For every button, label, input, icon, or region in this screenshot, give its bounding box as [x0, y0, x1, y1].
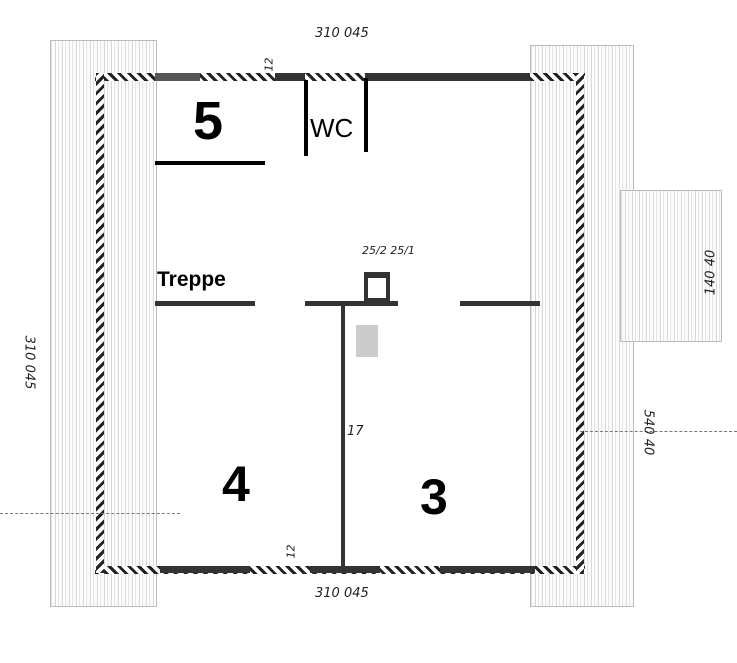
right-upper-dimension: 140 40 — [703, 249, 719, 296]
room-wc-label: WC — [310, 113, 354, 143]
wc-wall-right — [364, 78, 368, 152]
window-bottom-2 — [310, 566, 380, 573]
wc-wall-left — [304, 80, 308, 156]
chimney-annotation: 25/2 25/1 — [362, 244, 415, 257]
window-top-3 — [365, 73, 530, 81]
top-wall — [95, 73, 585, 81]
room5-partition — [155, 161, 265, 165]
room-4-label: 4 — [222, 456, 250, 512]
left-dimension: 310 045 — [21, 335, 37, 390]
window-top-2 — [275, 73, 305, 81]
chimney — [364, 272, 390, 302]
room-3-label: 3 — [420, 469, 448, 525]
window-bottom-1 — [160, 566, 250, 573]
axis-line-right — [580, 431, 737, 432]
chimney-shaft — [356, 325, 378, 357]
middle-wall-left — [155, 301, 255, 306]
vertical-partition — [341, 305, 345, 567]
bottom-dimension: 310 045 — [315, 586, 369, 601]
middle-wall-right — [460, 301, 540, 306]
axis-line-left — [0, 513, 180, 514]
window-bottom-3 — [440, 566, 535, 573]
bottom-wall-thickness: 12 — [284, 544, 298, 559]
room-5-label: 5 — [193, 91, 224, 151]
right-wall — [576, 73, 584, 573]
top-wall-thickness: 12 — [262, 57, 276, 72]
right-lower-dimension: 540 40 — [640, 409, 656, 456]
left-wall — [96, 73, 104, 573]
middle-wall-mark: 17 — [347, 424, 364, 439]
top-dimension: 310 045 — [315, 26, 369, 41]
right-annex-band — [620, 190, 722, 342]
stairs-label: Treppe — [157, 268, 226, 291]
window-top-1 — [155, 73, 200, 81]
middle-wall-center — [305, 301, 398, 306]
